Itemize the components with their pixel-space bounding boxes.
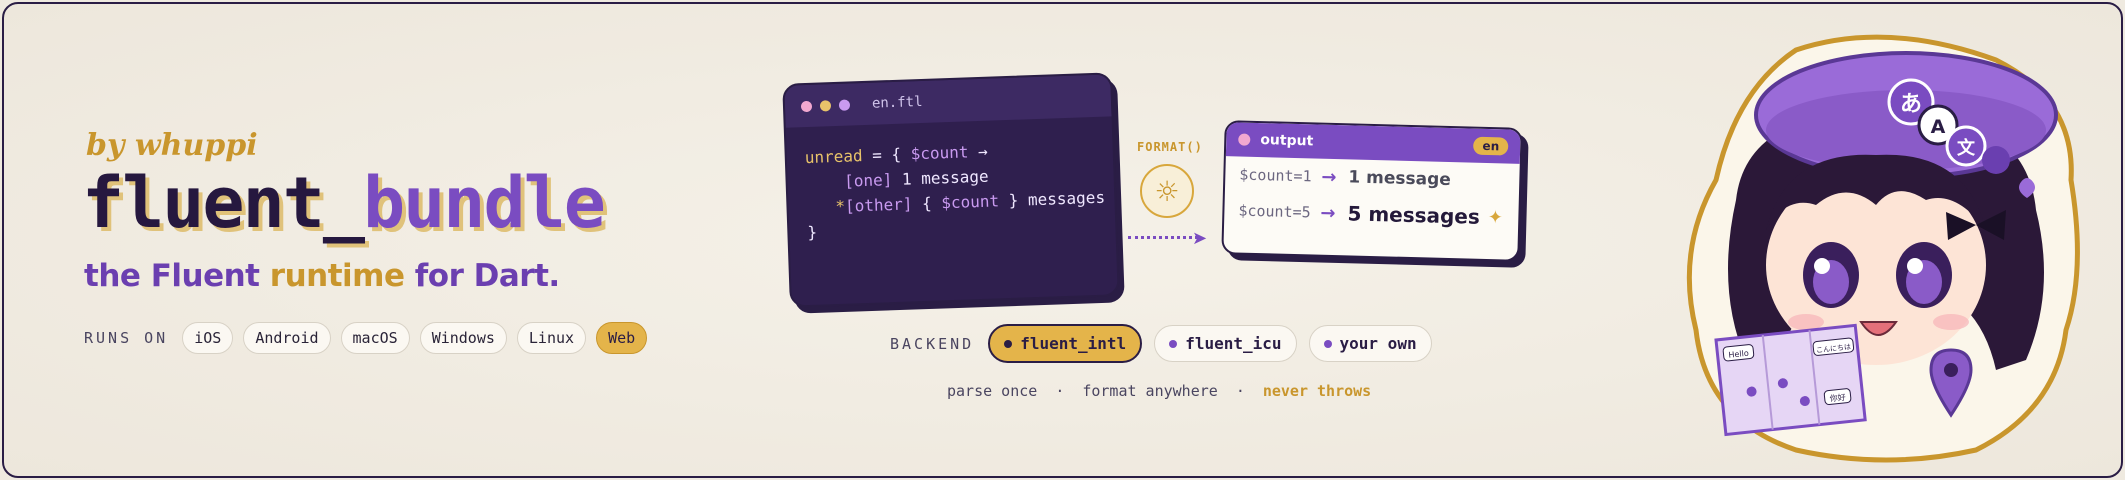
- map-bubble: [1823, 388, 1852, 406]
- left-blush: [1788, 314, 1824, 330]
- right-eye-shine: [1907, 258, 1923, 274]
- title-part-1: fluent_: [82, 162, 365, 244]
- map-bubble-text: 你好: [1829, 392, 1846, 404]
- platform-pill-ios: iOS: [182, 322, 234, 354]
- badge-hanzi: [1945, 125, 1987, 167]
- map-pin-icon: [1777, 378, 1788, 389]
- map-pin-icon: [1799, 396, 1810, 407]
- footer-part-3: never throws: [1262, 382, 1372, 400]
- tagline-post: for Dart.: [404, 258, 560, 294]
- backend-pill-your-own: your own: [1308, 325, 1432, 362]
- code-end-brace: }: [807, 222, 818, 243]
- face: [1766, 165, 1986, 365]
- bullet-icon: [1169, 339, 1178, 348]
- map-bubble: [1812, 337, 1855, 356]
- location-pin-icon: [1929, 348, 1973, 418]
- map-fold: [1761, 334, 1774, 430]
- page-title: fluent_bundle: [82, 168, 606, 238]
- title-part-2: bundle: [363, 162, 606, 244]
- output-card: output en $count=1 → 1 message $count=5 …: [1221, 120, 1523, 262]
- platform-pill-android: Android: [243, 322, 331, 354]
- dotted-arrow-line: [1128, 236, 1198, 239]
- output-value-1: 1 message: [1348, 167, 1452, 191]
- map-bubble-text: こんにちは: [1816, 343, 1852, 355]
- output-value-2: 5 messages: [1347, 201, 1481, 229]
- code-body: unread = { $count → [one] 1 message *[ot…: [786, 116, 1117, 263]
- footer-sep-2: ·: [1235, 382, 1245, 400]
- badge-latin-text: A: [1931, 116, 1946, 138]
- output-arrow-1: →: [1321, 166, 1337, 188]
- code-key: unread: [804, 146, 863, 168]
- footer-tagline: parse once · format anywhere · never thr…: [947, 382, 1371, 400]
- map-group: Hello こんにちは 你好: [1714, 323, 1867, 437]
- locale-badge: en: [1473, 136, 1509, 156]
- tagline: the Fluent runtime for Dart.: [84, 258, 560, 294]
- mouth: [1859, 321, 1898, 336]
- bullet-icon: [1004, 339, 1013, 348]
- output-var-2: $count=5: [1238, 201, 1311, 222]
- code-arrow: →: [968, 141, 989, 162]
- format-label: FORMAT(): [1137, 140, 1203, 154]
- tagline-highlight: runtime: [269, 258, 405, 294]
- platform-pill-windows: Windows: [419, 322, 507, 354]
- window-dot-yellow: [819, 99, 832, 112]
- window-dot-purple: [838, 98, 851, 111]
- code-var: $count: [910, 142, 969, 164]
- code-filename: en.ftl: [871, 93, 923, 112]
- code-selector-one: [one]: [843, 170, 893, 191]
- output-arrow-2: →: [1320, 202, 1336, 224]
- mascot-illustration: あ A 文 Hello こんにちは 你好: [1686, 34, 2080, 463]
- code-window: en.ftl unread = { $count → [one] 1 messa…: [782, 72, 1120, 308]
- sparkle-icon: ✦: [1487, 206, 1504, 228]
- bow-icon: [1946, 210, 2006, 240]
- byline: by whuppi: [86, 128, 258, 163]
- badge-hanzi-text: 文: [1957, 137, 1976, 159]
- code-open: {: [912, 193, 942, 214]
- bullet-icon: [1323, 339, 1332, 348]
- right-blush: [1933, 314, 1969, 330]
- heart-icon: [2019, 178, 2035, 198]
- badge-latin: [1917, 104, 1959, 146]
- runs-on-label: RUNS ON: [84, 329, 169, 347]
- map-fold: [1808, 330, 1821, 425]
- map-bubble: [1722, 344, 1755, 362]
- output-row-2: $count=5 → 5 messages ✦: [1224, 192, 1519, 236]
- code-eq: = {: [862, 144, 912, 166]
- backend-pill-fluent-intl: fluent_intl: [988, 324, 1143, 363]
- footer-part-1: parse once: [947, 382, 1038, 400]
- tagline-pre: the Fluent: [84, 258, 270, 294]
- platform-pill-web: Web: [596, 322, 648, 354]
- backend-label: BACKEND: [890, 334, 975, 353]
- platform-pill-linux: Linux: [516, 322, 587, 354]
- arrow-head-icon: ➤: [1192, 228, 1208, 249]
- output-var-1: $count=1: [1239, 165, 1312, 186]
- map-pin-icon: [1746, 386, 1757, 397]
- backend-row: BACKEND fluent_intl fluent_icu your own: [890, 324, 1432, 363]
- code-text-one: 1 message: [891, 166, 989, 190]
- runs-on-row: RUNS ON iOS Android macOS Windows Linux …: [84, 322, 648, 354]
- globe-icon: [1982, 146, 2010, 174]
- backend-pill-label: your own: [1339, 334, 1417, 353]
- backend-pill-label: fluent_icu: [1185, 334, 1282, 353]
- code-close: }: [998, 190, 1029, 211]
- location-pin-center: [1944, 363, 1958, 377]
- left-eye-shine: [1814, 258, 1830, 274]
- output-title: output: [1260, 132, 1314, 150]
- footer-sep-1: ·: [1055, 382, 1065, 400]
- window-dot-pink: [800, 100, 813, 112]
- code-selector-other: [other]: [844, 194, 913, 216]
- backend-pill-fluent-icu: fluent_icu: [1154, 325, 1297, 362]
- code-var-2: $count: [941, 191, 1000, 213]
- footer-part-2: format anywhere: [1082, 382, 1218, 400]
- sun-icon: ☼: [1140, 164, 1194, 218]
- backend-pill-label: fluent_intl: [1020, 334, 1127, 353]
- output-dot: [1238, 133, 1251, 146]
- map-bubble-text: Hello: [1728, 349, 1749, 360]
- code-text-other: messages: [1027, 187, 1106, 210]
- platform-pill-macos: macOS: [340, 322, 410, 354]
- badge-hiragana-text: あ: [1900, 92, 1922, 117]
- bangs: [1766, 154, 1986, 230]
